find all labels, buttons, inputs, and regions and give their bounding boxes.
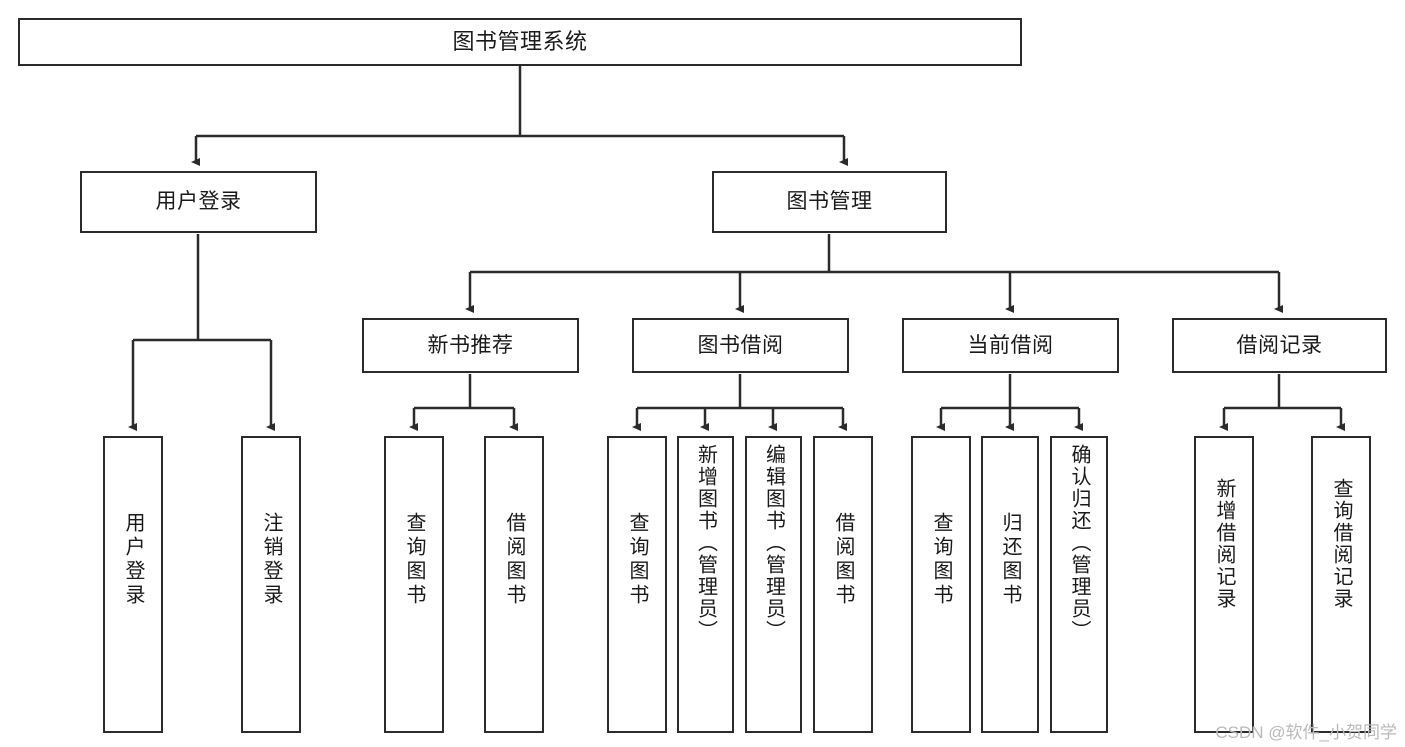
node-borrow-record[interactable]: 借阅记录 <box>1172 318 1387 373</box>
node-root-book-management-system[interactable]: 图书管理系统 <box>18 18 1022 66</box>
node-label: 查询图书 <box>930 512 952 608</box>
leaf-current-return-books[interactable]: 归还图书 <box>981 436 1039 733</box>
node-new-book-recommend[interactable]: 新书推荐 <box>362 318 579 373</box>
node-label: 图书管理系统 <box>452 28 588 54</box>
node-label: 查询图书 <box>403 512 425 608</box>
leaf-new-book-query-books[interactable]: 查询图书 <box>384 436 444 733</box>
node-book-borrow[interactable]: 图书借阅 <box>632 318 849 373</box>
csdn-watermark: CSDN @软件_小贺同学 <box>1215 723 1397 742</box>
leaf-new-book-borrow-books[interactable]: 借阅图书 <box>484 436 544 733</box>
node-user-login[interactable]: 用户登录 <box>80 171 317 233</box>
node-label: 新增借阅记录 <box>1213 478 1235 610</box>
node-label: 用户登录 <box>122 512 144 608</box>
node-label: 借阅图书 <box>832 512 854 608</box>
leaf-user-login-signout[interactable]: 注销登录 <box>241 436 301 733</box>
node-label: 新书推荐 <box>427 333 514 357</box>
node-label: 编辑图书（管理员） <box>762 444 785 642</box>
node-book-management[interactable]: 图书管理 <box>712 171 947 233</box>
leaf-borrow-add-book-admin[interactable]: 新增图书（管理员） <box>677 436 734 733</box>
node-label: 图书管理 <box>786 190 873 214</box>
leaf-record-query-borrow-record[interactable]: 查询借阅记录 <box>1311 436 1371 733</box>
node-label: 归还图书 <box>999 512 1021 608</box>
node-label: 注销登录 <box>260 512 282 608</box>
node-label: 借阅记录 <box>1236 333 1323 357</box>
leaf-borrow-query-books[interactable]: 查询图书 <box>607 436 667 733</box>
node-label: 确认归还（管理员） <box>1068 444 1090 642</box>
leaf-record-add-borrow-record[interactable]: 新增借阅记录 <box>1194 436 1254 733</box>
node-label: 查询借阅记录 <box>1330 478 1352 610</box>
leaf-borrow-edit-book-admin[interactable]: 编辑图书（管理员） <box>745 436 802 733</box>
leaf-user-login-signin[interactable]: 用户登录 <box>103 436 163 733</box>
node-label: 用户登录 <box>155 190 242 214</box>
node-label: 借阅图书 <box>503 512 525 608</box>
node-label: 当前借阅 <box>967 333 1054 357</box>
leaf-borrow-borrow-books[interactable]: 借阅图书 <box>813 436 873 733</box>
node-label: 新增图书（管理员） <box>694 444 717 642</box>
leaf-current-query-books[interactable]: 查询图书 <box>911 436 971 733</box>
node-label: 图书借阅 <box>697 333 784 357</box>
leaf-current-confirm-return-admin[interactable]: 确认归还（管理员） <box>1050 436 1108 733</box>
node-label: 查询图书 <box>626 512 648 608</box>
node-current-borrow[interactable]: 当前借阅 <box>902 318 1119 373</box>
